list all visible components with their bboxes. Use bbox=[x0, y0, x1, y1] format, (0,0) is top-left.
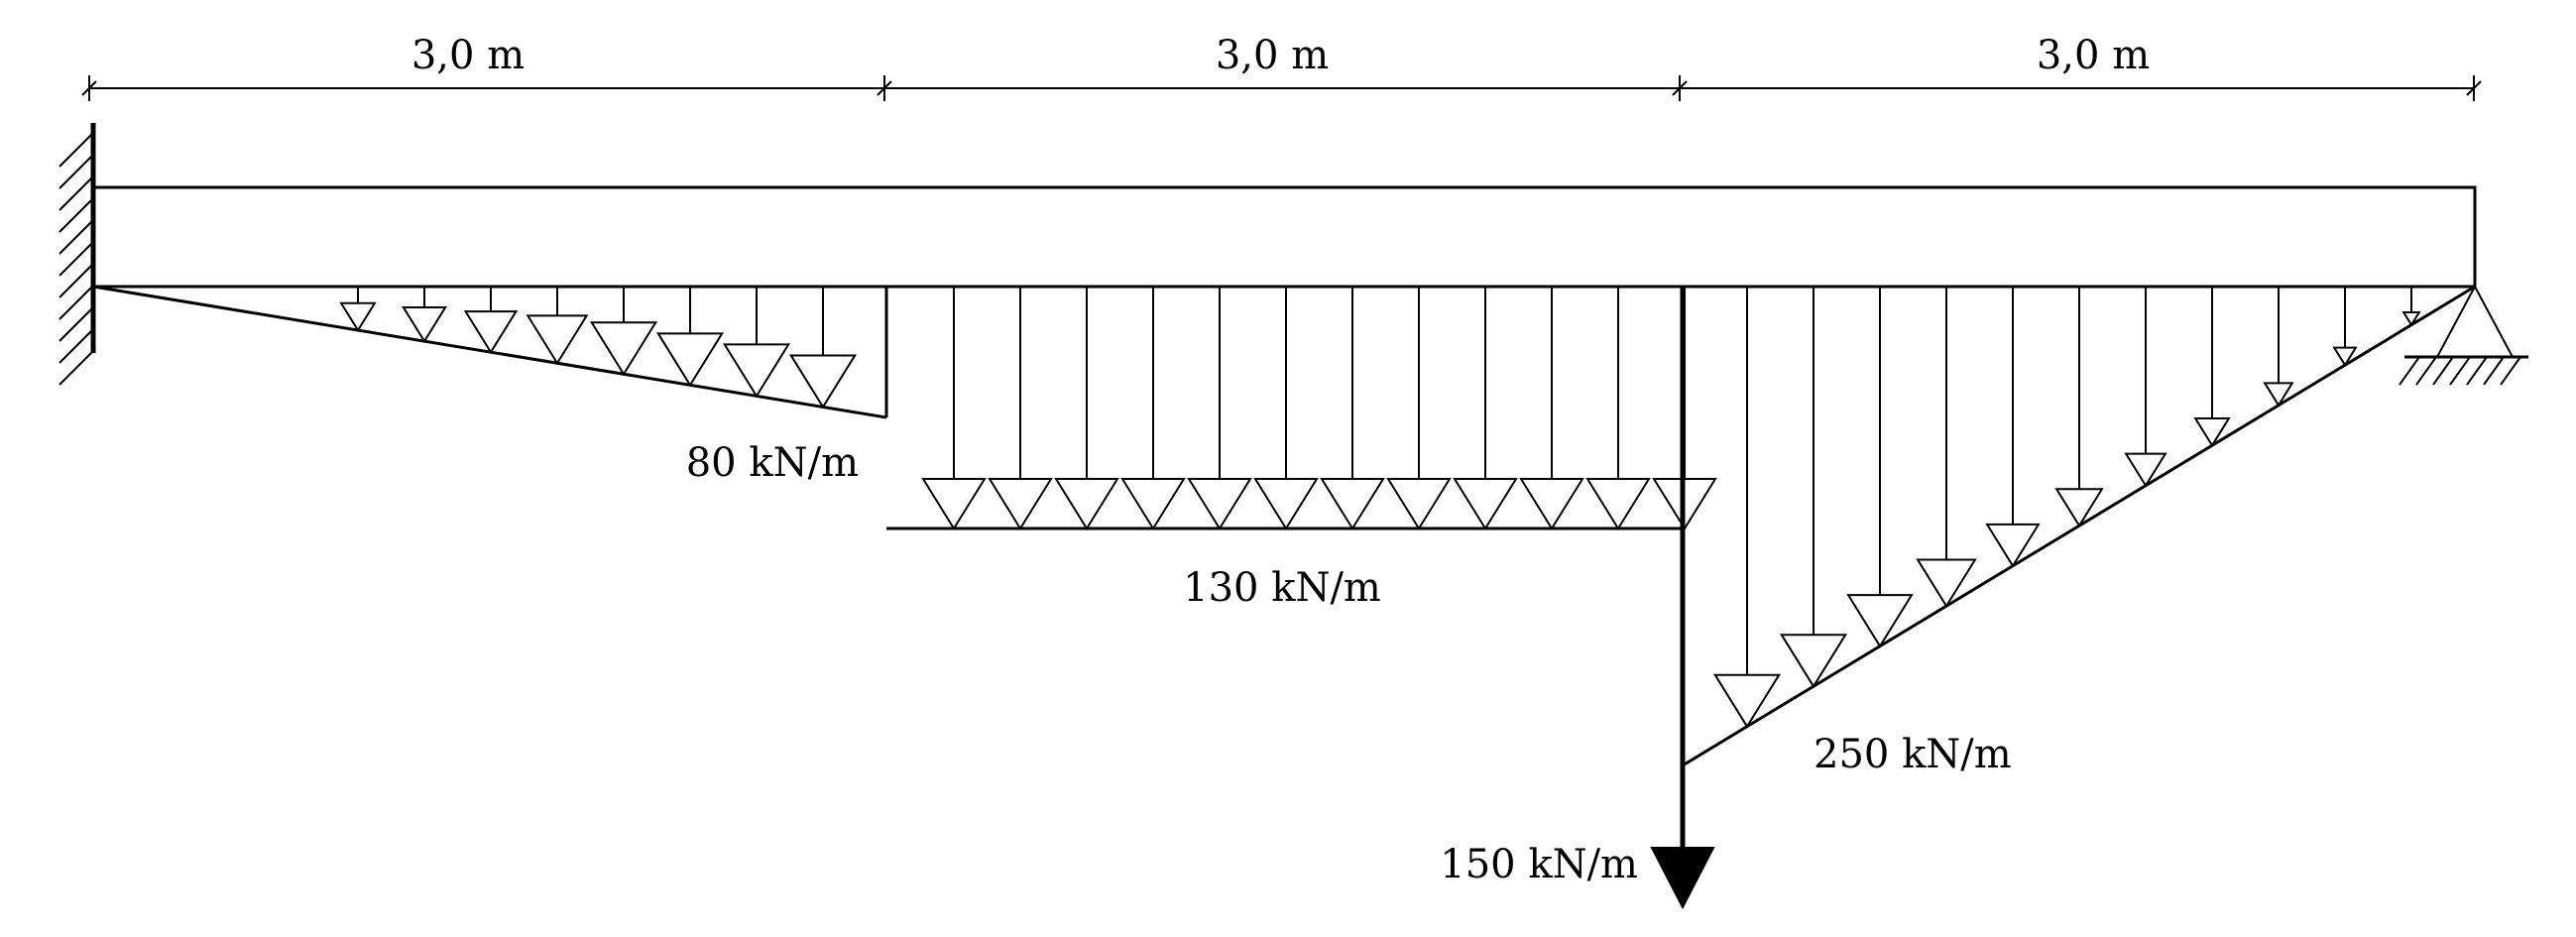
load-segment-3 bbox=[1682, 285, 2476, 767]
support-hatch bbox=[59, 263, 94, 298]
load-arrow-head bbox=[1985, 523, 2041, 568]
load-arrow-head bbox=[655, 332, 725, 388]
support-hatch bbox=[59, 176, 94, 211]
load-arrow-head bbox=[1916, 558, 1977, 609]
support-hatch bbox=[59, 241, 94, 277]
load-arrow-head bbox=[1320, 478, 1385, 530]
load-arrow-head bbox=[2263, 382, 2294, 408]
load-arrow-head bbox=[402, 305, 447, 344]
support-hatch bbox=[59, 285, 94, 320]
load-label-250: 250 kN/m bbox=[1814, 732, 2012, 777]
support-hatch bbox=[59, 350, 94, 386]
support-hatch bbox=[2483, 356, 2505, 386]
load-arrow-head bbox=[788, 354, 858, 410]
load-arrow-head bbox=[1054, 478, 1119, 530]
span-2-label: 3,0 m bbox=[1216, 33, 1329, 78]
span-1-label: 3,0 m bbox=[411, 33, 525, 78]
load-arrow-head bbox=[463, 310, 519, 355]
load-arrow-head bbox=[921, 478, 987, 530]
load-label-130: 130 kN/m bbox=[1183, 565, 1381, 611]
load-arrow-head bbox=[2332, 346, 2358, 368]
load-arrow-head bbox=[2054, 488, 2104, 528]
support-hatch bbox=[59, 154, 94, 189]
load-arrow-head bbox=[339, 301, 377, 332]
load-arrow-head bbox=[526, 314, 589, 366]
beam bbox=[91, 185, 2477, 289]
support-hatch bbox=[2466, 356, 2488, 386]
load-arrow-head bbox=[1453, 478, 1518, 530]
pinned-support bbox=[2399, 284, 2528, 386]
load-arrow-head bbox=[589, 321, 658, 377]
load-arrow-head bbox=[1386, 478, 1452, 530]
load-arrow-head bbox=[1585, 478, 1651, 530]
support-hatch bbox=[59, 132, 94, 168]
support-hatch bbox=[2399, 356, 2420, 386]
support-hatch bbox=[2449, 356, 2471, 386]
support-hatch bbox=[59, 306, 94, 342]
support-hatch bbox=[2415, 356, 2437, 386]
load-arrow-head bbox=[2124, 452, 2167, 488]
span-3-label: 3,0 m bbox=[2037, 33, 2150, 78]
support-hatch bbox=[2432, 356, 2454, 386]
support-hatch bbox=[59, 328, 94, 364]
load-arrow-head bbox=[2193, 416, 2231, 448]
support-hatch bbox=[59, 219, 94, 255]
load-arrow-head bbox=[722, 343, 791, 399]
support-hatch bbox=[2500, 356, 2521, 386]
dimension-line bbox=[81, 75, 2482, 101]
load-arrow-head bbox=[1187, 478, 1252, 530]
load-segment-2 bbox=[886, 287, 1717, 530]
load-arrow-head bbox=[1712, 673, 1782, 729]
support-hatch bbox=[59, 197, 94, 233]
load-label-80: 80 kN/m bbox=[686, 440, 859, 486]
load-arrow-head bbox=[1253, 478, 1319, 530]
load-arrow-head bbox=[2401, 311, 2421, 327]
fixed-support bbox=[59, 123, 96, 386]
point-load-arrow bbox=[1650, 287, 1715, 910]
load-arrow-head bbox=[1779, 634, 1848, 689]
load-arrow-head bbox=[988, 478, 1053, 530]
point-load-label: 150 kN/m bbox=[1440, 842, 1638, 887]
load-segment-1 bbox=[92, 285, 888, 419]
load-arrow-head bbox=[1519, 478, 1584, 530]
load-arrow-head bbox=[1120, 478, 1186, 530]
load-arrow-head bbox=[1846, 594, 1914, 648]
